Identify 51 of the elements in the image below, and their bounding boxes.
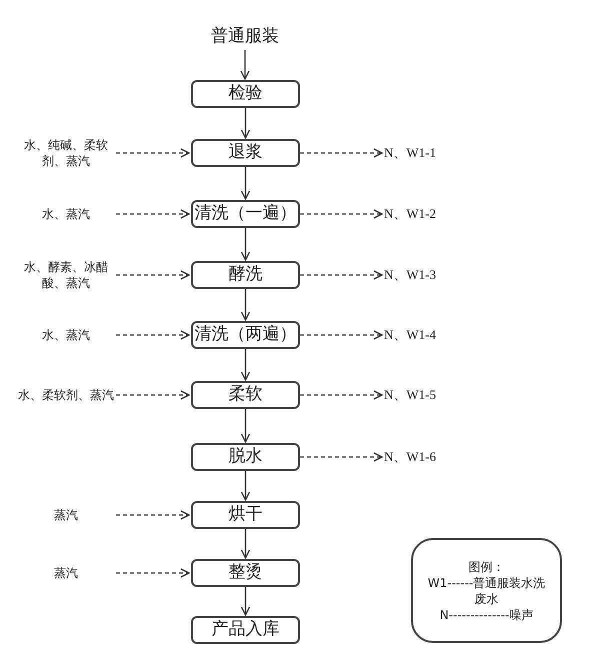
legend-text: 图例： — [468, 558, 504, 574]
process-box: 检验 — [191, 80, 300, 108]
input-materials-label: 水、柔软剂、蒸汽 — [18, 387, 114, 403]
arrow — [240, 471, 250, 501]
dashed-arrow — [116, 148, 190, 158]
output-label: N、W1-5 — [384, 385, 436, 405]
dashed-arrow — [116, 270, 190, 280]
dashed-arrow — [116, 209, 190, 219]
arrow — [240, 50, 250, 80]
arrow — [240, 587, 250, 616]
process-box: 烘干 — [191, 501, 300, 529]
legend-text: N--------------噪声 — [440, 606, 534, 622]
arrow — [240, 167, 250, 200]
process-box: 整烫 — [191, 559, 300, 587]
process-box: 酵洗 — [191, 261, 300, 289]
arrow — [240, 228, 250, 261]
input-materials-label: 水、纯碱、柔软剂、蒸汽 — [18, 137, 114, 169]
output-label: N、W1-4 — [384, 325, 436, 345]
dashed-arrow — [116, 568, 190, 578]
process-box: 清洗（两遍） — [191, 321, 300, 349]
dashed-arrow — [116, 390, 190, 400]
dashed-arrow — [300, 330, 383, 340]
dashed-arrow — [300, 270, 383, 280]
input-label: 普通服装 — [211, 24, 279, 50]
dashed-arrow — [116, 330, 190, 340]
arrow — [240, 409, 250, 443]
output-label: N、W1-2 — [384, 204, 436, 224]
process-box: 产品入库 — [191, 616, 300, 644]
arrow — [240, 349, 250, 381]
process-box: 脱水 — [191, 443, 300, 471]
arrow — [240, 529, 250, 559]
dashed-arrow — [300, 390, 383, 400]
arrow — [240, 108, 250, 139]
dashed-arrow — [300, 452, 383, 462]
dashed-arrow — [300, 209, 383, 219]
dashed-arrow — [116, 510, 190, 520]
input-materials-label: 蒸汽 — [54, 565, 78, 581]
process-box: 清洗（一遍） — [191, 200, 300, 228]
output-label: N、W1-3 — [384, 265, 436, 285]
legend-text: W1------普通服装水洗废水 — [426, 574, 546, 606]
output-label: N、W1-1 — [384, 143, 436, 163]
input-materials-label: 水、蒸汽 — [42, 206, 90, 222]
input-materials-label: 水、酵素、冰醋酸、蒸汽 — [18, 259, 114, 291]
process-box: 退浆 — [191, 139, 300, 167]
process-box: 柔软 — [191, 381, 300, 409]
legend-box — [411, 538, 562, 643]
input-materials-label: 水、蒸汽 — [42, 327, 90, 343]
input-materials-label: 蒸汽 — [54, 507, 78, 523]
output-label: N、W1-6 — [384, 447, 436, 467]
dashed-arrow — [300, 148, 383, 158]
arrow — [240, 289, 250, 321]
